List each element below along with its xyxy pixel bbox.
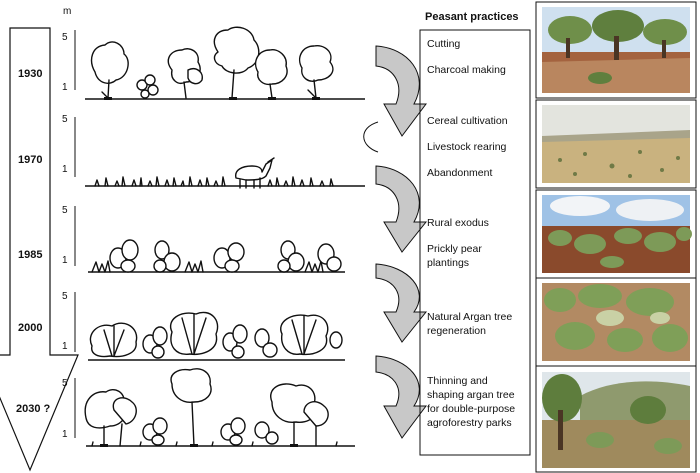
sketch-1985 [88, 239, 345, 273]
year-1970: 1970 [18, 154, 42, 166]
practice-item: Natural Argan tree [427, 311, 512, 323]
photo-1985 [535, 189, 697, 279]
scale-bottom: 1 [62, 255, 68, 266]
scale-top: 5 [62, 32, 68, 43]
photo-2030 [535, 365, 697, 473]
practice-item: Cereal cultivation [427, 115, 508, 127]
curved-arrow-icon [375, 45, 427, 137]
scale-top: 5 [62, 378, 68, 389]
sketch-1970 [85, 157, 365, 189]
scale-bars: 5 1 5 1 5 1 5 1 5 1 [62, 30, 76, 440]
curved-arrow-icon [375, 355, 427, 439]
transition-arrows [363, 45, 428, 439]
year-2030: 2030 ? [16, 403, 51, 415]
photo-1930 [535, 1, 697, 99]
curved-arrow-icon [375, 263, 428, 343]
practice-item: agroforestry parks [427, 417, 512, 429]
practice-item: regeneration [427, 325, 486, 337]
curved-arrow-icon [363, 121, 379, 153]
scale-top: 5 [62, 114, 68, 125]
practice-item: Abandonment [427, 167, 492, 179]
scale-bottom: 1 [62, 164, 68, 175]
practice-item: Charcoal making [427, 64, 506, 76]
practice-item: Rural exodus [427, 217, 489, 229]
time-arrow [0, 27, 79, 472]
practice-item: Livestock rearing [427, 141, 507, 153]
photo-1970 [535, 99, 697, 189]
sketch-2000 [88, 311, 345, 361]
scale-bottom: 1 [62, 429, 68, 440]
scale-top: 5 [62, 205, 68, 216]
scale-bottom: 1 [62, 82, 68, 93]
practices-header: Peasant practices [425, 11, 519, 23]
scale-bottom: 1 [62, 341, 68, 352]
practices-box [419, 29, 531, 456]
sketch-1930 [85, 26, 365, 100]
practices-list: Cutting Charcoal making Cereal cultivati… [427, 38, 515, 429]
unit-label: m [63, 6, 71, 17]
sketch-2030 [84, 368, 355, 447]
practice-item: plantings [427, 257, 469, 269]
year-1930: 1930 [18, 68, 42, 80]
practice-item: Thinning and [427, 375, 488, 387]
year-1985: 1985 [18, 249, 42, 261]
year-2000: 2000 [18, 322, 42, 334]
photo-2000 [535, 277, 697, 367]
curved-arrow-icon [375, 165, 428, 253]
practice-item: for double-purpose [427, 403, 515, 415]
practice-item: shaping argan tree [427, 389, 515, 401]
practice-item: Cutting [427, 38, 460, 50]
practice-item: Prickly pear [427, 243, 482, 255]
scale-top: 5 [62, 291, 68, 302]
prickly-pear-group [109, 239, 342, 273]
